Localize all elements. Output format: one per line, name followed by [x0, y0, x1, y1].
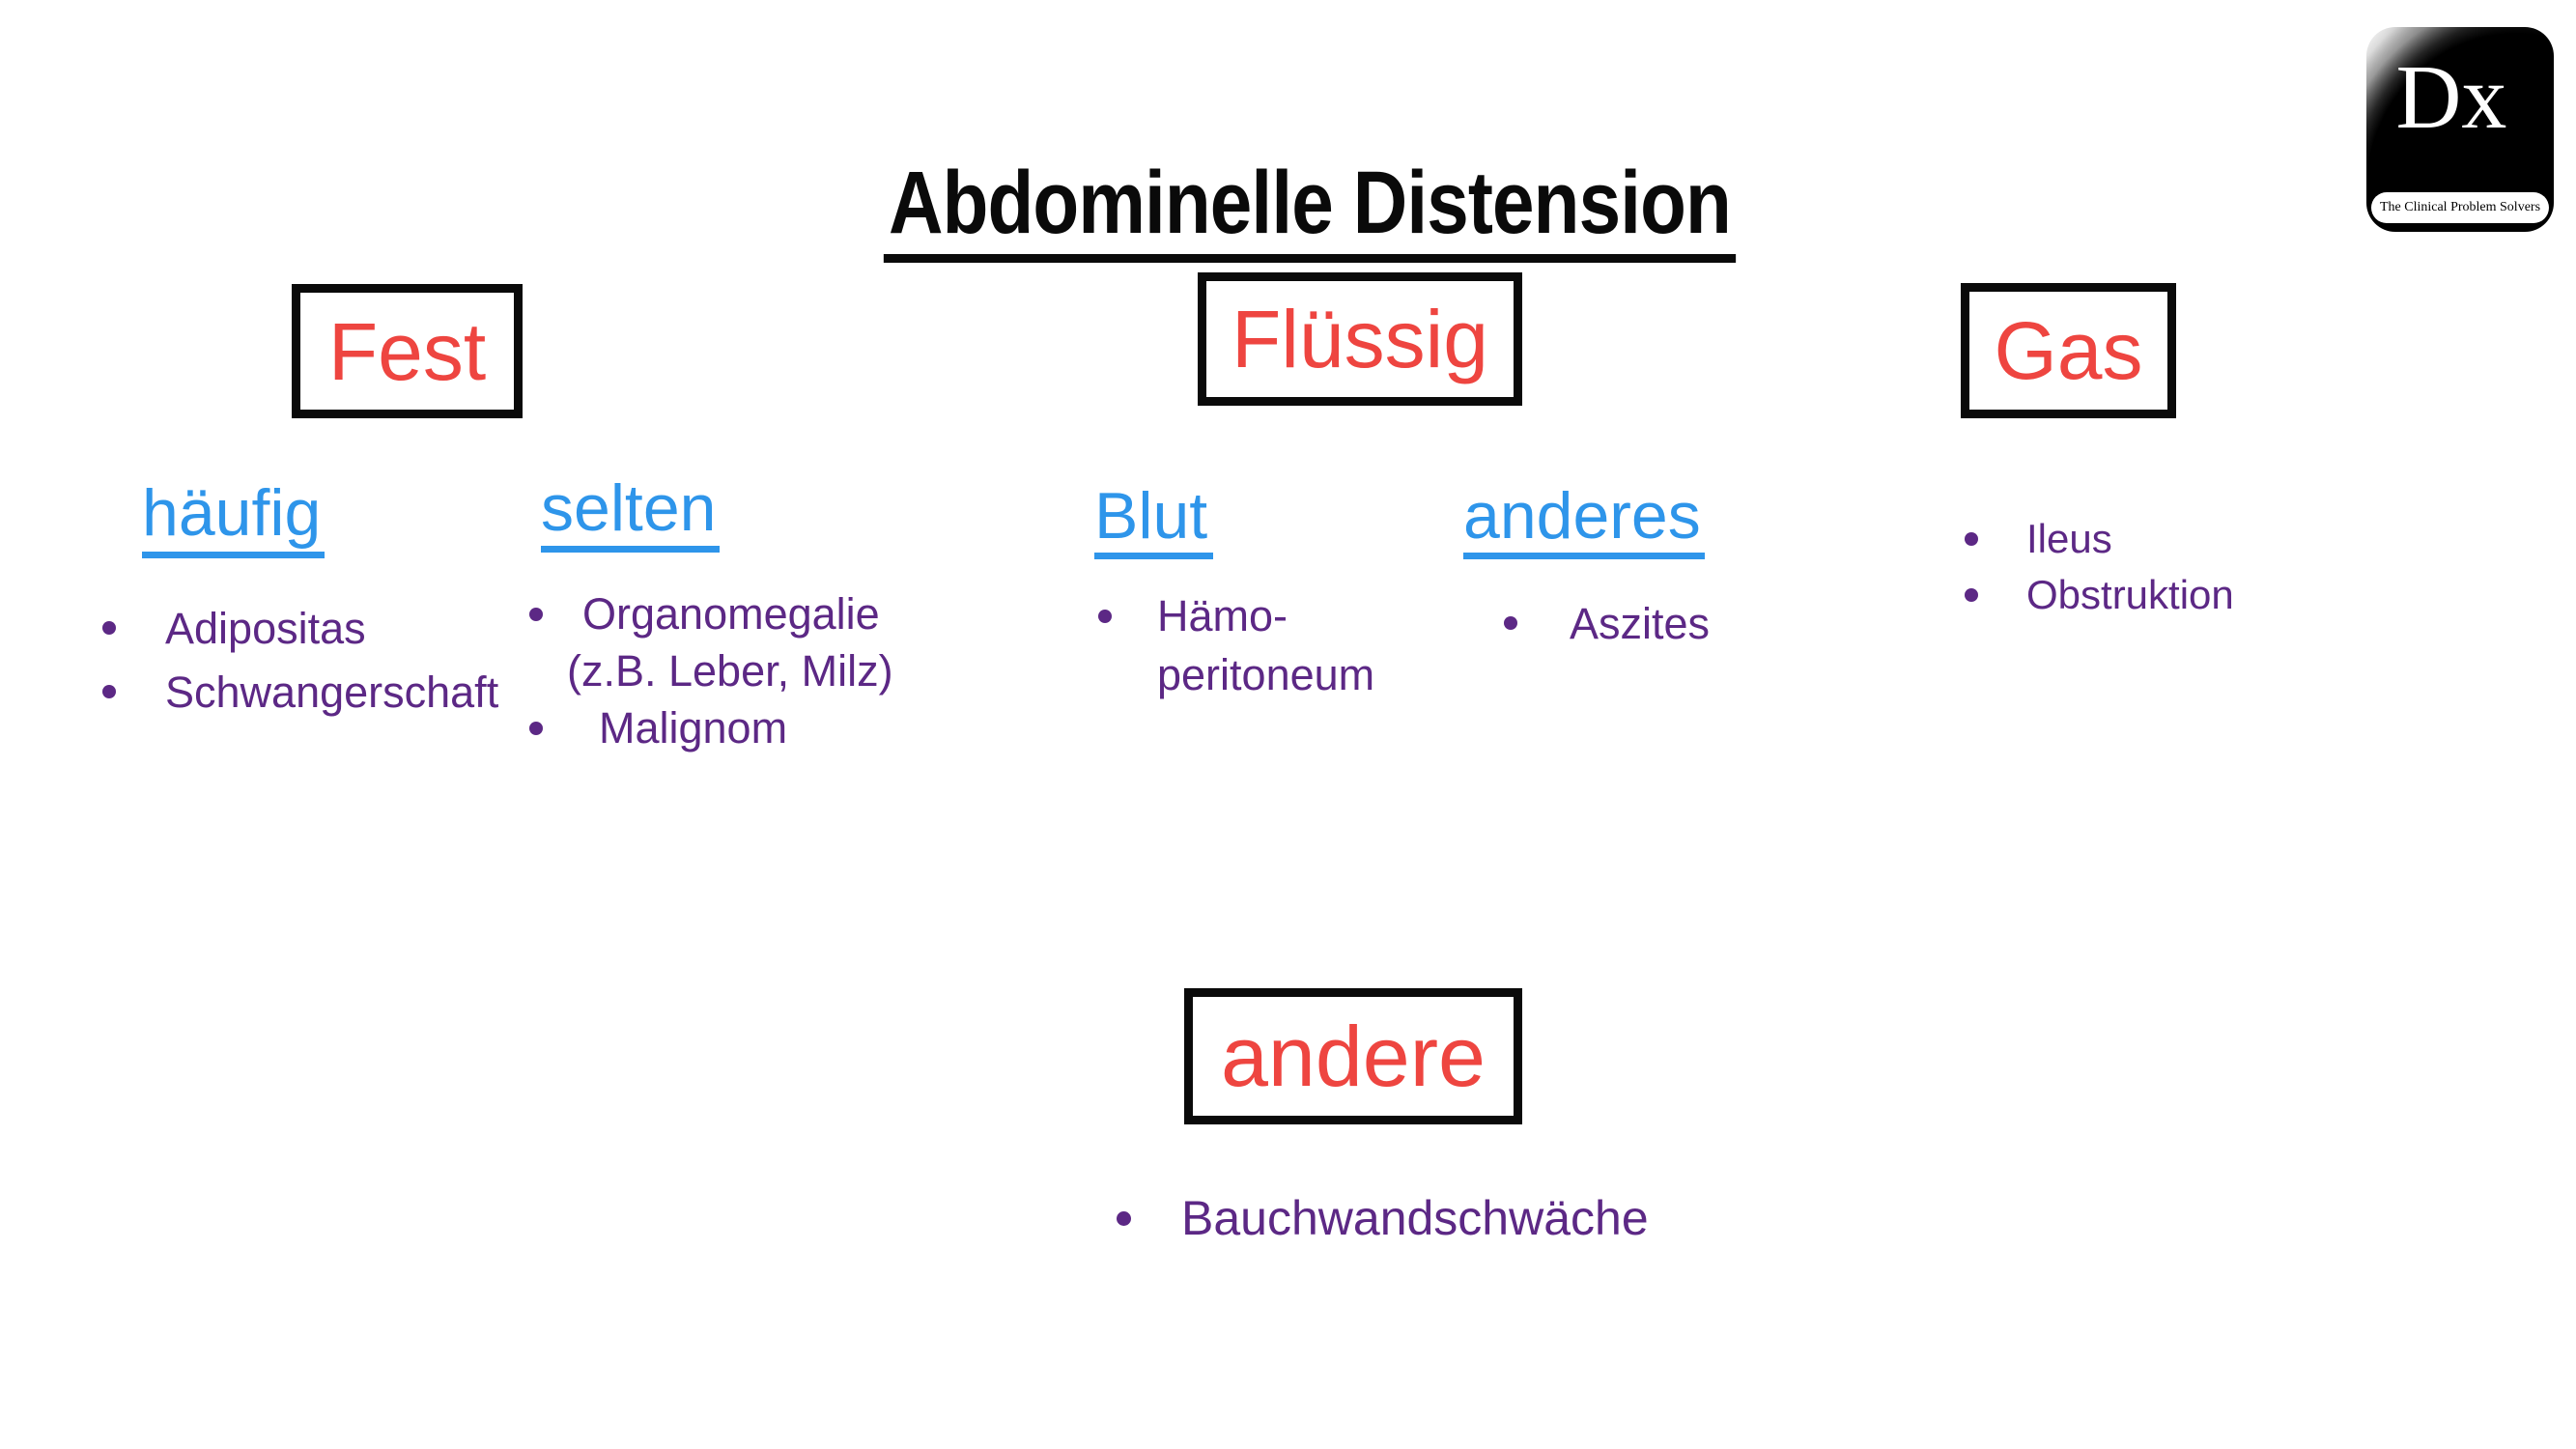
- subheading-haeufig: häufig: [142, 480, 326, 558]
- bullet-list-blut: Hämo- peritoneum: [1098, 586, 1374, 704]
- bullet-list-selten: Organomegalie (z.B. Leber, Milz) Maligno…: [529, 585, 893, 756]
- bullet-dot: [1965, 532, 1978, 546]
- list-item: Malignom: [529, 699, 893, 756]
- category-box-fest: Fest: [292, 284, 523, 418]
- subheading-anderes: anderes: [1463, 483, 1705, 559]
- list-item-label: Aszites: [1570, 598, 1711, 648]
- subheading-blut: Blut: [1094, 483, 1214, 559]
- category-box-fluessig: Flüssig: [1198, 272, 1522, 406]
- category-box-andere: andere: [1184, 988, 1522, 1124]
- list-item: Organomegalie: [529, 585, 893, 642]
- bullet-dot: [529, 721, 543, 735]
- category-label-fest: Fest: [327, 305, 487, 397]
- list-item: Adipositas: [102, 596, 498, 660]
- bullet-list-haeufig: Adipositas Schwangerschaft: [102, 596, 498, 724]
- list-item-label: Organomegalie: [582, 589, 880, 639]
- list-item-label: Schwangerschaft: [165, 667, 499, 717]
- bullet-dot: [1117, 1210, 1131, 1226]
- list-item-label: peritoneum: [1157, 650, 1375, 699]
- title-area: Abdominelle Distension: [0, 97, 2576, 323]
- list-item-label: (z.B. Leber, Milz): [567, 646, 893, 696]
- list-item: Hämo-: [1098, 586, 1374, 645]
- category-box-gas: Gas: [1961, 283, 2176, 418]
- subheading-selten: selten: [541, 475, 721, 553]
- list-item: Ileus: [1965, 511, 2234, 567]
- list-item-continuation: (z.B. Leber, Milz): [529, 642, 893, 699]
- cpsolvers-logo: Dx The Clinical Problem Solvers: [2366, 27, 2554, 232]
- list-item-label: Ileus: [2026, 516, 2112, 561]
- bullet-list-gas: Ileus Obstruktion: [1965, 511, 2234, 623]
- category-label-fluessig: Flüssig: [1231, 294, 1489, 384]
- bullet-list-andere: Bauchwandschwäche: [1117, 1190, 1649, 1246]
- list-item-label: Bauchwandschwäche: [1181, 1191, 1649, 1245]
- page-title: Abdominelle Distension: [883, 156, 1736, 264]
- list-item: Aszites: [1504, 594, 1710, 652]
- list-item: Schwangerschaft: [102, 660, 498, 724]
- bullet-list-anderes: Aszites: [1504, 594, 1710, 652]
- list-item-label: Hämo-: [1157, 591, 1288, 640]
- list-item-label: Adipositas: [165, 603, 366, 653]
- bullet-dot: [102, 685, 116, 698]
- list-item-continuation: peritoneum: [1098, 645, 1374, 704]
- logo-tagline-pill: The Clinical Problem Solvers: [2370, 192, 2550, 223]
- list-item-label: Malignom: [599, 703, 788, 753]
- list-item: Obstruktion: [1965, 567, 2234, 623]
- bullet-dot: [102, 621, 116, 635]
- list-item: Bauchwandschwäche: [1117, 1190, 1649, 1246]
- bullet-dot: [1965, 588, 1978, 602]
- bullet-dot: [1504, 616, 1517, 630]
- list-item-label: Obstruktion: [2026, 572, 2234, 617]
- bullet-dot: [1098, 609, 1112, 623]
- category-label-andere: andere: [1220, 1008, 1486, 1104]
- category-label-gas: Gas: [1994, 305, 2143, 396]
- logo-dx-monogram: Dx: [2395, 47, 2507, 148]
- bullet-dot: [529, 607, 543, 621]
